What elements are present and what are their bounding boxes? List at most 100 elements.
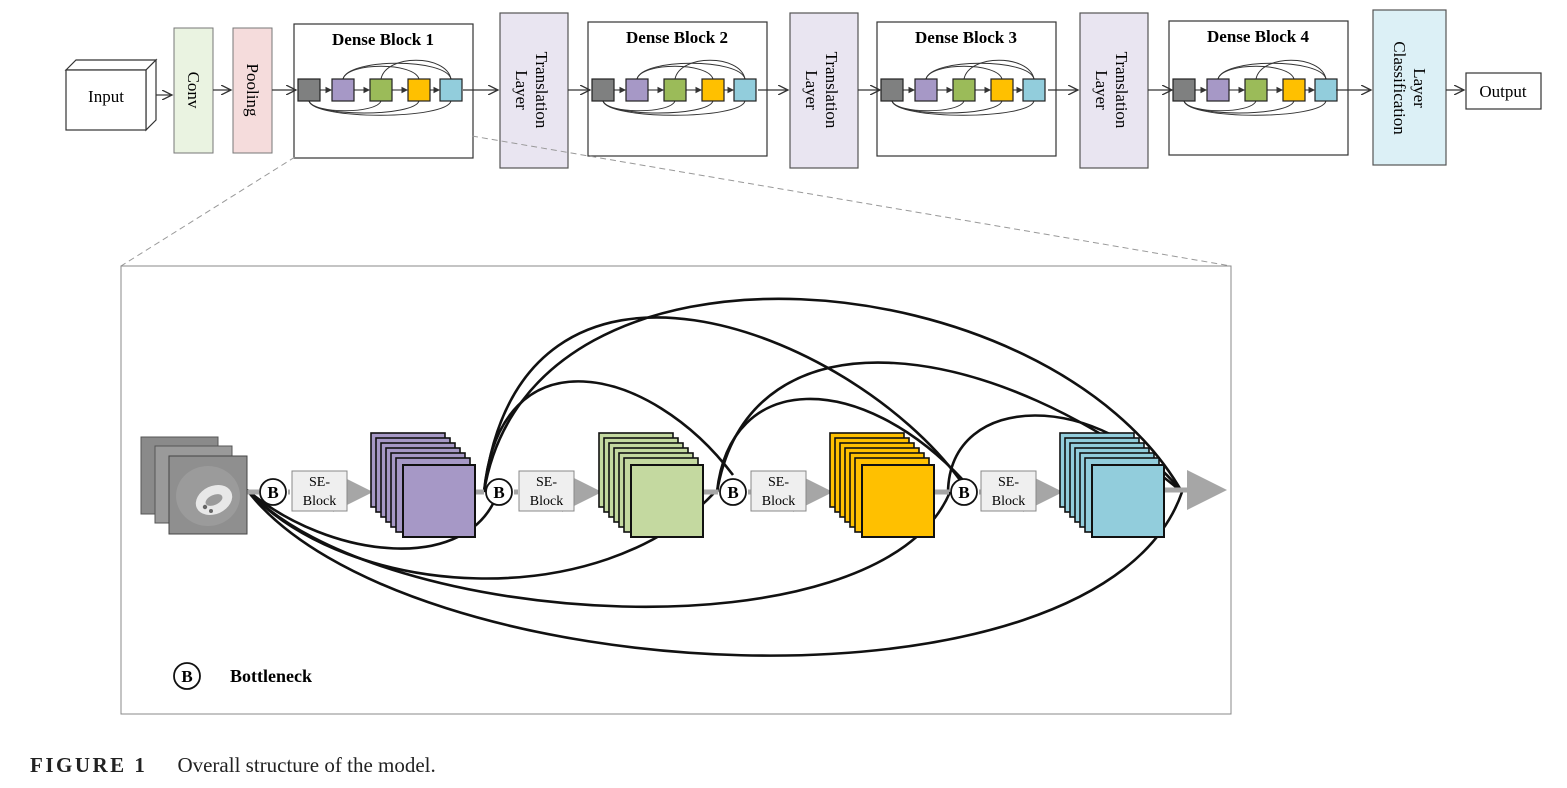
se-block-label-line1: SE- xyxy=(998,475,1019,490)
green-layer-box xyxy=(663,78,687,102)
dense-block-title: Dense Block 2 xyxy=(626,28,728,47)
se-block-2: SE-Block xyxy=(518,470,575,512)
purple-layer-box xyxy=(1206,78,1230,102)
input-box: Input xyxy=(64,58,158,132)
se-block-box xyxy=(980,470,1037,512)
conv-layer xyxy=(173,27,214,154)
blue-layer-box xyxy=(733,78,757,102)
feature-map-front xyxy=(630,464,704,538)
se-block-box xyxy=(750,470,807,512)
dense-block-title: Dense Block 1 xyxy=(332,30,434,49)
se-block-label-line2: Block xyxy=(530,494,563,509)
pipeline-arrows xyxy=(156,90,1464,95)
green-layer-box xyxy=(369,78,393,102)
transition-layer-box xyxy=(789,12,859,169)
purple-feature-stack xyxy=(370,432,476,538)
se-block-3: SE- Block xyxy=(750,470,807,512)
se-block-label-line2: Block xyxy=(762,494,795,509)
purple-layer-box xyxy=(914,78,938,102)
connection-arc xyxy=(308,100,420,114)
yellow-layer-box xyxy=(990,78,1014,102)
pooling-layer xyxy=(232,27,273,154)
connection-arc xyxy=(1255,59,1327,80)
connection-arc xyxy=(674,59,746,80)
connection-arc xyxy=(602,100,714,114)
bottleneck-letter: B xyxy=(958,483,969,502)
transition-label-line2: Layer xyxy=(802,70,821,110)
connection-arc xyxy=(891,100,1035,116)
dense-block-1: Dense Block 1 xyxy=(293,23,474,159)
classification-label-line1: Classification xyxy=(1390,41,1409,135)
input-label: Input xyxy=(88,87,124,106)
dense-blocks: Dense Block 1 Dense Block 2 Dense Block 3 D… xyxy=(293,20,1349,159)
gray-layer-box xyxy=(297,78,321,102)
feature-map-front xyxy=(402,464,476,538)
dense-block-connections xyxy=(308,59,452,116)
figure-caption-text: Overall structure of the model. xyxy=(177,753,436,777)
connection-arc xyxy=(1183,100,1295,114)
input-image-stack xyxy=(140,436,248,535)
se-block-label-line1: SE- xyxy=(768,475,789,490)
connection-arc xyxy=(1183,100,1327,116)
dense-block-title: Dense Block 4 xyxy=(1207,27,1310,46)
green-layer-box xyxy=(952,78,976,102)
transition-label-line2: Layer xyxy=(1092,70,1111,110)
bottleneck-circle xyxy=(950,478,978,506)
transition-layer-box xyxy=(499,12,569,169)
dense-block-4: Dense Block 4 xyxy=(1168,20,1349,156)
transition-layer-box xyxy=(1079,12,1149,169)
output-box xyxy=(1465,72,1542,110)
gray-layer-box xyxy=(1172,78,1196,102)
se-block-box xyxy=(518,470,575,512)
transition-label-line1: Translation xyxy=(532,52,551,129)
zoom-guide-lines xyxy=(120,135,1232,267)
se-block-label-line2: Block xyxy=(303,494,336,509)
bottleneck-1: B xyxy=(259,478,287,506)
yellow-layer-box xyxy=(1282,78,1306,102)
se-block-box xyxy=(291,470,348,512)
classification-layer xyxy=(1372,9,1447,166)
feature-map-front xyxy=(1091,464,1165,538)
bottleneck-letter: B xyxy=(493,483,504,502)
blue-layer-box xyxy=(1022,78,1046,102)
bottleneck-2: B xyxy=(485,478,513,506)
bottleneck-letter: B xyxy=(267,483,278,502)
connection-arc xyxy=(602,100,746,116)
blue-layer-box xyxy=(439,78,463,102)
classification-label-line2: Layer xyxy=(1410,68,1429,108)
yellow-layer-box xyxy=(407,78,431,102)
figure-caption: FIGURE 1 Overall structure of the model. xyxy=(30,753,436,778)
flow-arrows xyxy=(247,470,1227,512)
bottleneck-4: B xyxy=(950,478,978,506)
yellow-layer-box xyxy=(701,78,725,102)
green-feature-stack xyxy=(598,432,704,538)
connection-arc xyxy=(963,59,1035,80)
blue-feature-stack xyxy=(1059,432,1165,538)
connection-arc xyxy=(891,100,1003,114)
se-block-4: SE- Block xyxy=(980,470,1037,512)
legend: B Bottleneck xyxy=(173,662,312,690)
bottleneck-letter: B xyxy=(727,483,738,502)
gray-layer-box xyxy=(880,78,904,102)
transition-label-line1: Translation xyxy=(822,52,841,129)
figure-caption-label: FIGURE 1 xyxy=(30,753,148,777)
bottleneck-circle xyxy=(485,478,513,506)
dense-block-3: Dense Block 3 xyxy=(876,21,1057,157)
bottleneck-3: B xyxy=(719,478,747,506)
dense-block-connections xyxy=(891,59,1035,116)
purple-layer-box xyxy=(625,78,649,102)
gray-layer-box xyxy=(591,78,615,102)
bottleneck-circle xyxy=(259,478,287,506)
transition-label-line1: Translation xyxy=(1112,52,1131,129)
purple-layer-box xyxy=(331,78,355,102)
pooling-label: Pooling xyxy=(243,64,262,117)
se-block-label-line2: Block xyxy=(992,494,1025,509)
bottleneck-circle xyxy=(719,478,747,506)
dense-block-connections xyxy=(602,59,746,116)
